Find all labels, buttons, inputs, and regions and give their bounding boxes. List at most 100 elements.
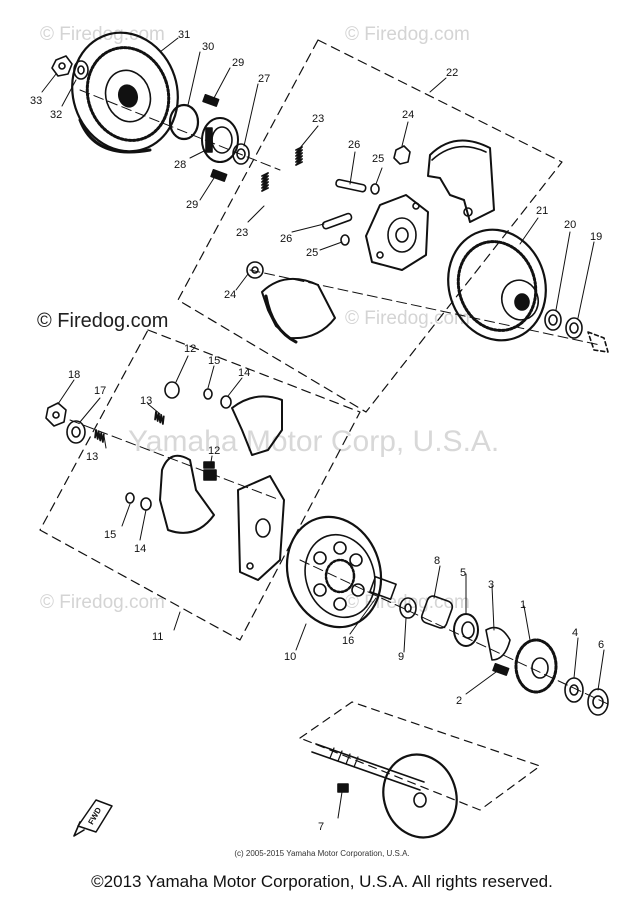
callout-28: 28 (174, 159, 186, 171)
group-11-outline (39, 329, 361, 641)
part-3-plate (485, 626, 511, 661)
callout-25-lower: 25 (306, 247, 318, 259)
part-24-spacer-upper (393, 145, 411, 165)
callout-10: 10 (284, 651, 296, 663)
part-2-key-upper (203, 461, 215, 469)
part-12-spacer-lower (203, 469, 217, 481)
part-25-clip-lower (340, 234, 350, 246)
crankshaft-end (587, 331, 609, 353)
callout-5: 5 (460, 567, 466, 579)
callout-15-lower: 15 (104, 529, 116, 541)
callout-29-lower: 29 (186, 199, 198, 211)
part-25-clip-upper (370, 183, 380, 195)
callout-30: 30 (202, 41, 214, 53)
part-33-nut (51, 55, 73, 77)
part-15-clip-lower (125, 492, 135, 504)
part-7-key (337, 783, 349, 793)
callout-labels: 31 30 29 27 28 29 33 32 23 23 26 26 25 2… (30, 29, 604, 833)
part-23-spring-upper (295, 146, 303, 166)
part-8-spacer (420, 595, 454, 629)
secondary-shaft (311, 743, 458, 839)
part-29-key-upper (202, 93, 220, 107)
leader-lines (41, 37, 605, 819)
part-11-shoe-lower (159, 454, 215, 534)
callout-9: 9 (398, 651, 404, 663)
part-23-spring-lower (261, 172, 269, 192)
part-17-washer (66, 420, 86, 444)
watermark-mid-left: © Firedog.com (37, 310, 169, 332)
small-copyright: (c) 2005-2015 Yamaha Motor Corporation, … (234, 849, 410, 858)
watermark-top-right: © Firedog.com (345, 24, 470, 45)
callout-26-lower: 26 (280, 233, 292, 245)
callout-23-upper: 23 (312, 113, 324, 125)
callout-8: 8 (434, 555, 440, 567)
callout-18: 18 (68, 369, 80, 381)
callout-14-lower: 14 (134, 543, 146, 555)
part-14-washer-lower (140, 497, 152, 511)
clutch-carrier-plate (365, 194, 429, 271)
part-20-washer (544, 309, 562, 331)
part-24-spacer-lower (246, 261, 264, 279)
callout-2: 2 (456, 695, 462, 707)
part-31-primary-gear (71, 31, 179, 154)
part-22-clutch-shoe-lower (261, 277, 336, 344)
watermark-center: Yamaha Motor Corp, U.S.A. (128, 425, 500, 458)
part-12-spacer-upper (164, 381, 180, 399)
part-26-pin-upper (335, 178, 367, 193)
callout-25-upper: 25 (372, 153, 384, 165)
part-30-circlip (168, 103, 200, 141)
callout-14-upper: 14 (238, 367, 250, 379)
callout-7: 7 (318, 821, 324, 833)
footer-copyright: ©2013 Yamaha Motor Corporation, U.S.A. A… (91, 872, 553, 891)
part-9-washer (399, 597, 417, 619)
part-29-key-lower (210, 168, 228, 182)
shaft-group-outline (299, 701, 541, 811)
group-22-outline (177, 39, 563, 413)
callout-33: 33 (30, 95, 42, 107)
callout-20: 20 (564, 219, 576, 231)
callout-24-upper: 24 (402, 109, 414, 121)
callout-3: 3 (488, 579, 494, 591)
part-1-drive-gear (514, 638, 558, 694)
part-26-pin-lower (321, 212, 353, 230)
callout-16: 16 (342, 635, 354, 647)
part-22-clutch-shoe-upper (427, 139, 495, 223)
callout-31: 31 (178, 29, 190, 41)
part-15-clip-upper (203, 388, 213, 400)
callout-13-upper: 13 (140, 395, 152, 407)
part-19-nut (565, 317, 583, 339)
callout-32: 32 (50, 109, 62, 121)
callout-21: 21 (536, 205, 548, 217)
part-4-washer (564, 677, 584, 703)
callout-11: 11 (152, 631, 163, 643)
part-18-nut (45, 402, 67, 427)
callout-26-upper: 26 (348, 139, 360, 151)
part-13-spring-left (94, 429, 105, 443)
part-14-washer-upper (220, 395, 232, 409)
callout-4: 4 (572, 627, 578, 639)
part-2-key-lower (492, 662, 510, 676)
part-6-collar (587, 688, 609, 716)
callout-1: 1 (520, 599, 526, 611)
callout-27: 27 (258, 73, 270, 85)
callout-29-upper: 29 (232, 57, 244, 69)
part-32-washer (73, 60, 89, 80)
callout-6: 6 (598, 639, 604, 651)
part-11-plate (237, 475, 285, 581)
fwd-arrow-icon (73, 799, 113, 837)
callout-12-lower: 12 (208, 445, 220, 457)
callout-17: 17 (94, 385, 106, 397)
watermark-low-left: © Firedog.com (40, 592, 165, 613)
callout-24-lower: 24 (224, 289, 236, 301)
callout-19: 19 (590, 231, 602, 243)
part-10-clutch-carrier (285, 515, 383, 629)
callout-12-upper: 12 (184, 343, 196, 355)
part-28-one-way-clutch (201, 117, 239, 163)
part-11-shoe-upper (231, 395, 283, 456)
callout-13-lower: 13 (86, 451, 98, 463)
callout-15-upper: 15 (208, 355, 220, 367)
callout-22: 22 (446, 67, 458, 79)
part-27-washer (232, 143, 250, 165)
